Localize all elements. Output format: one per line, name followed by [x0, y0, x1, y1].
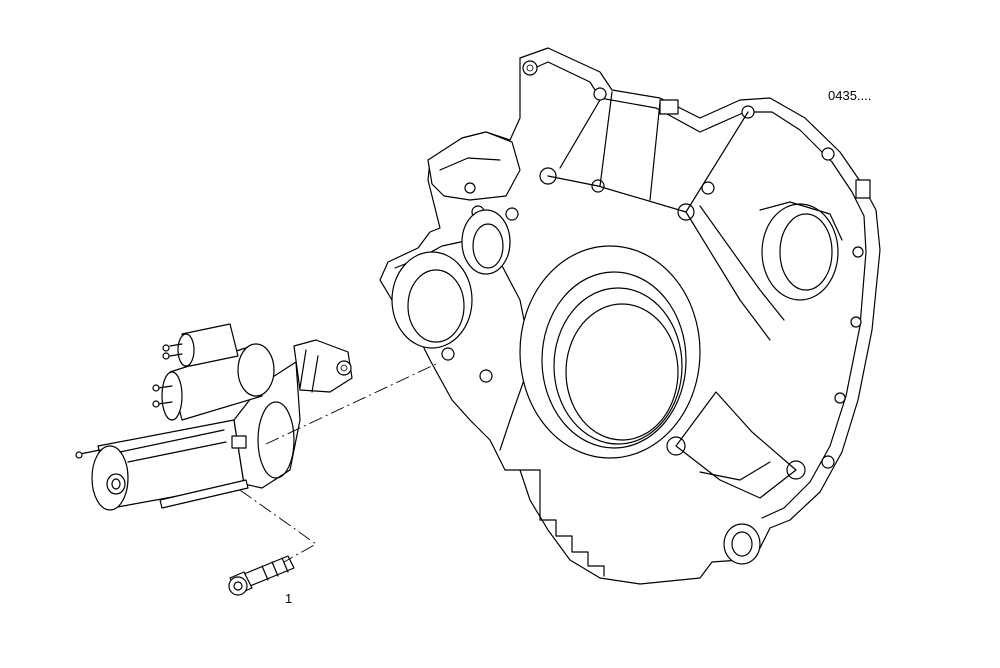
flywheel-housing [379, 47, 881, 585]
bolt [228, 555, 295, 596]
callout-label: 1 [285, 591, 293, 606]
alignment-line-bolt [239, 489, 317, 563]
reference-code: 0435.... [828, 88, 872, 103]
alignment-line-starter-housing [265, 363, 437, 445]
starter-motor [75, 323, 353, 511]
